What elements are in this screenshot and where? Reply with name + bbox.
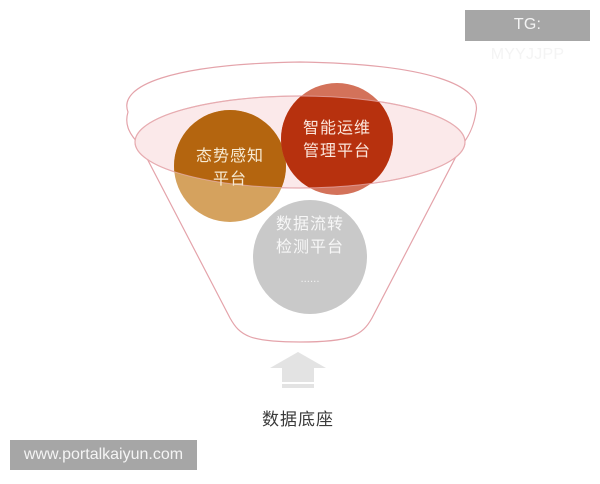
- circle-situational-awareness-inner: [174, 110, 286, 188]
- ellipse-edge: [134, 95, 466, 189]
- data-foundation-label: 数据底座: [262, 410, 334, 430]
- label-situational-awareness: 态势感知 平台: [170, 144, 290, 190]
- label-data-flow-detection: 数据流转 检测平台: [250, 212, 370, 258]
- label-line: 数据流转: [275, 214, 344, 233]
- label-line: 平台: [212, 169, 247, 188]
- label-line: 检测平台: [275, 237, 344, 256]
- label-ellipsis: ......: [300, 274, 320, 285]
- label-line: 态势感知: [195, 146, 264, 165]
- label-intelligent-ops: 智能运维 管理平台: [277, 116, 397, 162]
- circle-data-flow-detection: [253, 200, 367, 314]
- up-arrow-icon: [270, 352, 326, 388]
- circle-intelligent-ops-inner: [281, 96, 393, 188]
- label-line: 智能运维: [302, 118, 371, 137]
- watermark-top-right: TG: MYYJJPP: [465, 10, 590, 63]
- watermark-bottom-left: www.portalkaiyun.com: [10, 440, 197, 470]
- label-line: 管理平台: [302, 141, 371, 160]
